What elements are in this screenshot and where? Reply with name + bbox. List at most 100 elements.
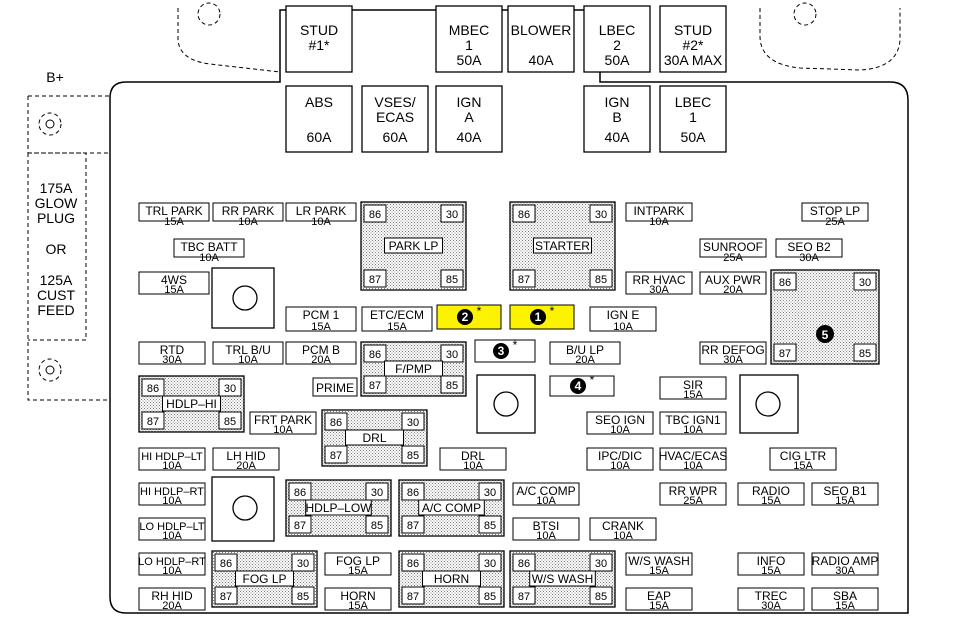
fuse[interactable] bbox=[659, 376, 727, 400]
mounting-holes bbox=[211, 267, 799, 542]
fuse-name: STOP LP bbox=[810, 204, 860, 218]
fuse[interactable] bbox=[737, 587, 805, 611]
fuse[interactable] bbox=[285, 202, 357, 222]
fuse[interactable] bbox=[699, 238, 767, 258]
fuse[interactable] bbox=[138, 482, 206, 506]
fuse[interactable] bbox=[659, 411, 727, 435]
relay-label: DRL bbox=[362, 431, 386, 445]
top_fuses-fuse[interactable] bbox=[507, 5, 575, 73]
fuse[interactable] bbox=[699, 341, 767, 365]
top_fuses-fuse-label: #2* bbox=[682, 37, 704, 53]
fuse[interactable] bbox=[138, 517, 206, 541]
fuse[interactable] bbox=[625, 202, 693, 222]
fuse[interactable] bbox=[212, 341, 284, 365]
relay-pin-box bbox=[589, 553, 613, 572]
fuse[interactable] bbox=[811, 587, 879, 611]
top_fuses-fuse[interactable] bbox=[659, 5, 727, 73]
fuse[interactable] bbox=[512, 482, 580, 506]
glow-plug-outline bbox=[27, 152, 110, 401]
top_fuses-fuse-label: 50A bbox=[605, 52, 631, 68]
relay-pin-box bbox=[512, 204, 536, 223]
top_fuses-fuse[interactable] bbox=[435, 5, 503, 73]
relay-pin-box bbox=[512, 553, 536, 572]
fuse[interactable] bbox=[659, 482, 727, 506]
fuse[interactable] bbox=[249, 411, 317, 435]
fuse[interactable] bbox=[512, 517, 580, 541]
top_fuses-fuse[interactable] bbox=[285, 5, 353, 73]
relay-pin-number: 86 bbox=[369, 209, 381, 221]
fuse[interactable] bbox=[625, 552, 693, 576]
fuse-name: SEO B2 bbox=[787, 240, 831, 254]
fuse-name: RR PARK bbox=[222, 204, 274, 218]
second_row-fuse-label: ECAS bbox=[376, 109, 414, 125]
fuse-name: TRL PARK bbox=[145, 204, 202, 218]
top_fuses-fuse-label: STUD bbox=[300, 22, 338, 38]
fuse[interactable] bbox=[138, 202, 210, 222]
mount-hole-top-right bbox=[793, 2, 817, 26]
fuse[interactable] bbox=[625, 587, 693, 611]
relay-pin-box bbox=[214, 586, 238, 605]
fuse[interactable] bbox=[775, 238, 843, 258]
fuse[interactable] bbox=[138, 447, 206, 471]
relay-label: HORN bbox=[434, 572, 469, 586]
fuse-name: FRT PARK bbox=[254, 413, 312, 427]
fuse[interactable] bbox=[811, 482, 879, 506]
fuse[interactable] bbox=[549, 341, 621, 365]
fuse[interactable] bbox=[801, 202, 869, 222]
fuse[interactable] bbox=[439, 447, 507, 471]
fuse[interactable] bbox=[324, 552, 392, 576]
fuse-amp: 15A bbox=[835, 495, 855, 507]
top_fuses-fuse[interactable] bbox=[583, 5, 651, 73]
fuse[interactable] bbox=[285, 306, 357, 332]
fuse[interactable] bbox=[324, 587, 392, 611]
relay-pin-box bbox=[401, 553, 425, 572]
relay-pin-number: 86 bbox=[220, 558, 232, 570]
fuse-name: HI HDLP–LT bbox=[141, 451, 203, 463]
fuse[interactable] bbox=[312, 377, 358, 397]
fuse[interactable] bbox=[737, 482, 805, 506]
fuse[interactable] bbox=[737, 552, 805, 576]
relay-pin-number: 30 bbox=[484, 558, 496, 570]
fuse[interactable] bbox=[625, 271, 693, 295]
fuse[interactable] bbox=[173, 238, 245, 258]
fuse[interactable] bbox=[811, 552, 879, 576]
second_row-fuse[interactable] bbox=[285, 85, 353, 153]
fuse[interactable] bbox=[138, 587, 206, 611]
relay-pin-box bbox=[478, 482, 502, 501]
fuse[interactable] bbox=[285, 341, 357, 365]
fuse[interactable] bbox=[212, 447, 280, 471]
fuse[interactable] bbox=[138, 271, 210, 295]
fuse[interactable] bbox=[138, 552, 206, 576]
relay-pin-box bbox=[363, 375, 387, 394]
fuse[interactable] bbox=[361, 306, 433, 332]
fuse[interactable] bbox=[659, 447, 727, 471]
fuse-amp: 15A bbox=[164, 284, 184, 296]
relay-pin-number: 86 bbox=[518, 209, 530, 221]
fuse[interactable] bbox=[769, 447, 837, 471]
fuse[interactable] bbox=[138, 341, 206, 365]
fuse[interactable] bbox=[589, 517, 657, 541]
relay-pin-box bbox=[288, 515, 312, 534]
relay-pin-box bbox=[218, 378, 242, 397]
second_row-fuse-label: 60A bbox=[307, 129, 333, 145]
marker-star: * bbox=[477, 304, 482, 318]
relay-pin-box bbox=[401, 412, 425, 431]
relay-pin-number: 85 bbox=[859, 348, 871, 360]
second_row-fuse[interactable] bbox=[435, 85, 503, 153]
fuse-name: LR PARK bbox=[296, 204, 346, 218]
relay-pin-box bbox=[401, 482, 425, 501]
second_row-fuse[interactable] bbox=[583, 85, 651, 153]
fuse[interactable] bbox=[586, 447, 654, 471]
second_row-fuse[interactable] bbox=[659, 85, 727, 153]
fuse[interactable] bbox=[589, 306, 657, 332]
fuse[interactable] bbox=[212, 202, 284, 222]
relay-pin-number: 87 bbox=[407, 520, 419, 532]
glow-plug-text-line: GLOW bbox=[35, 195, 79, 211]
fuse[interactable] bbox=[699, 271, 767, 295]
fuse[interactable] bbox=[586, 411, 654, 435]
second_row-fuse[interactable] bbox=[361, 85, 429, 153]
fuse-amp: 25A bbox=[723, 252, 743, 264]
relay-pin-number: 85 bbox=[595, 274, 607, 286]
relay-pin-box bbox=[773, 272, 797, 291]
fuse-amp: 10A bbox=[199, 252, 219, 264]
